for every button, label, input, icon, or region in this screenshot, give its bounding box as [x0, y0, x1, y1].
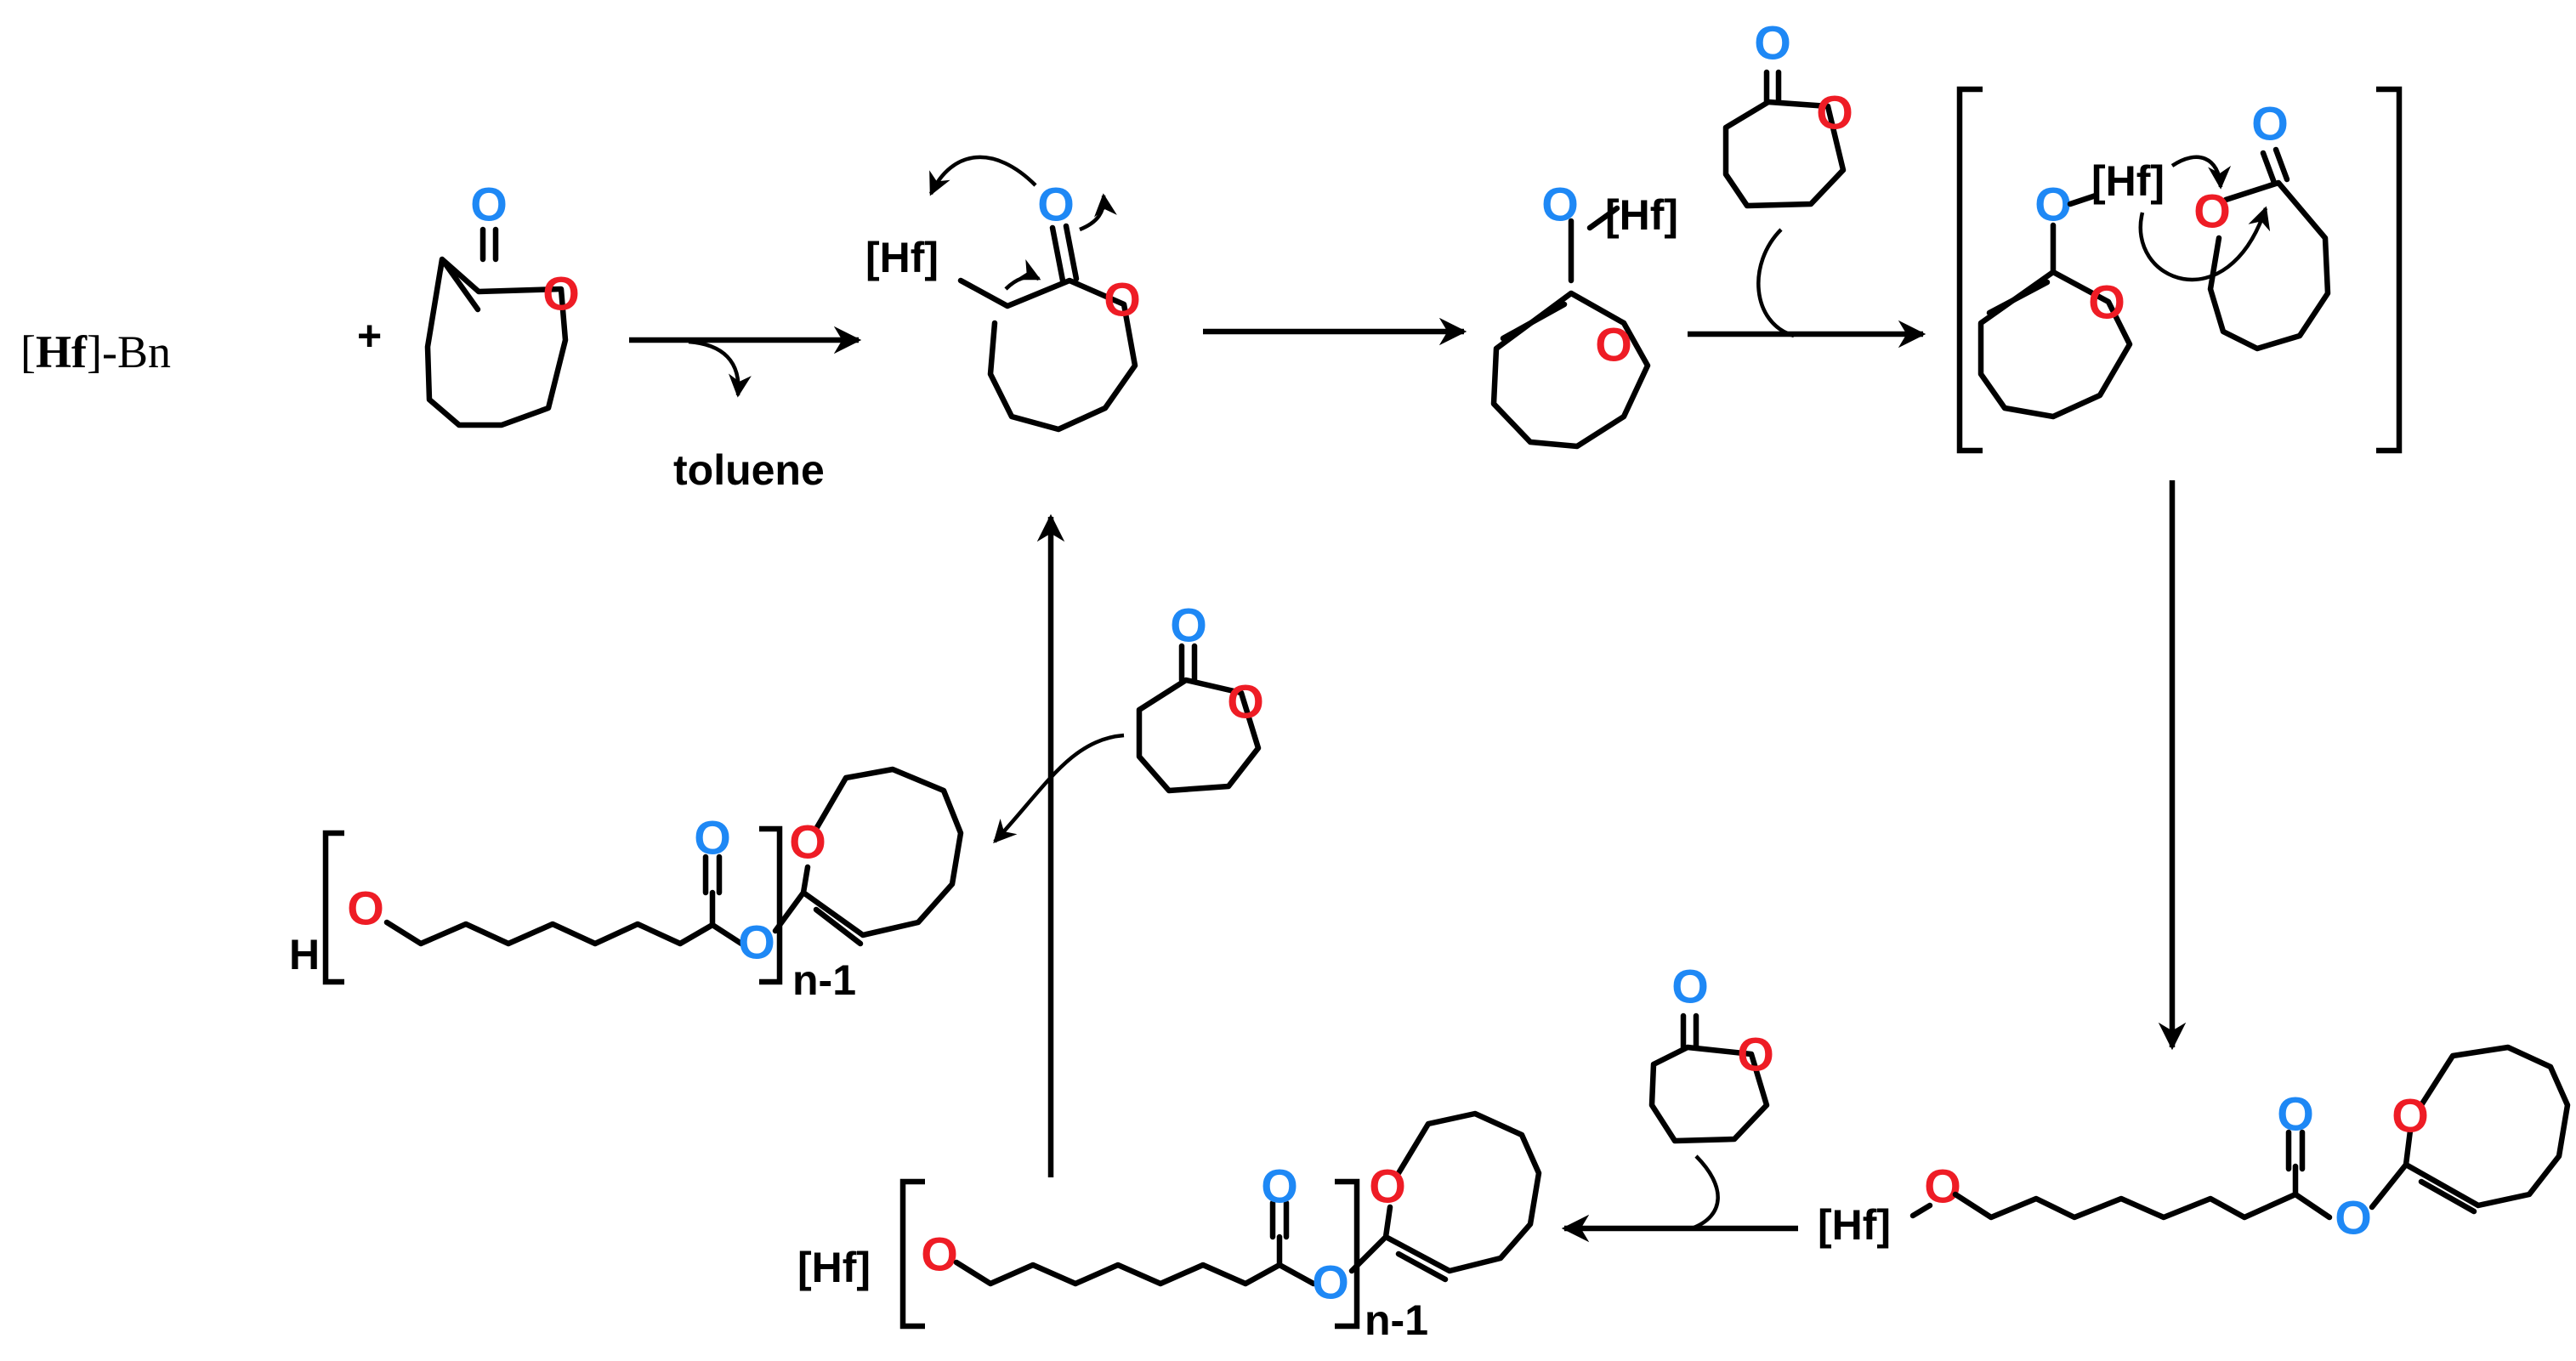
hydrogen-terminus: H — [289, 931, 320, 978]
ring-oxygen: O — [2392, 1089, 2429, 1143]
carbonyl-oxygen: O — [1671, 960, 1709, 1013]
carbonyl-oxygen: O — [2251, 97, 2289, 150]
right-bracket — [759, 825, 783, 985]
repeat-index: n-1 — [792, 956, 856, 1004]
hf-label: [Hf] — [1818, 1201, 1891, 1249]
carbonyl-oxygen: O — [1170, 598, 1207, 652]
ring-oxygen: O — [1369, 1160, 1406, 1213]
ring-oxygen: O — [1816, 86, 1853, 139]
ring-oxygen: O — [542, 267, 580, 320]
hf-label: [Hf] — [2091, 157, 2165, 205]
caprolactone-monomer-4: O O — [1136, 598, 1264, 794]
enolate-oxygen: O — [2034, 178, 2072, 231]
released-polymer-chain: H O O O n-1 O — [289, 766, 964, 1004]
chain-oxygen: O — [347, 882, 384, 935]
electron-flow-arrow — [2138, 206, 2271, 282]
electron-flow-arrow — [928, 155, 1037, 196]
ester-oxygen: O — [738, 916, 775, 969]
ring-oxygen: O — [1595, 318, 1632, 371]
ring-oxygen: O — [2088, 275, 2125, 329]
monomer-addition-arrow — [1756, 228, 1795, 338]
hf-label: [Hf] — [865, 234, 939, 281]
carbonyl-oxygen: O — [2277, 1087, 2314, 1141]
electron-flow-arrow — [2170, 155, 2232, 190]
plus-sign: + — [357, 312, 382, 360]
carbonyl-oxygen: O — [694, 811, 731, 865]
hf-enolate: [Hf] O O — [1490, 178, 1678, 450]
carbonyl-oxygen: O — [1037, 178, 1075, 231]
growing-hf-chain: [Hf] O O O n-1 O — [797, 1110, 1542, 1344]
right-bracket — [2376, 86, 2403, 454]
monomer-addition-arrow — [1691, 1154, 1720, 1231]
electron-flow-arrow — [1004, 259, 1041, 291]
monomer-addition-arrow — [993, 733, 1125, 843]
caprolactone-monomer-1: O O — [424, 178, 580, 428]
hf-label: [Hf] — [1605, 191, 1678, 239]
carbonyl-oxygen: O — [470, 178, 508, 231]
ring-oxygen: O — [2193, 184, 2231, 238]
carbonyl-oxygen: O — [1754, 16, 1791, 70]
left-bracket — [322, 830, 344, 985]
hf-insertion-intermediate: [Hf] O O — [865, 155, 1141, 433]
repeat-index: n-1 — [1365, 1296, 1428, 1344]
ring-opened-hf-product: [Hf] O O O O — [1818, 1044, 2571, 1249]
alkoxide-oxygen: O — [1924, 1160, 1961, 1213]
ester-oxygen: O — [2335, 1191, 2372, 1245]
ring-oxygen: O — [1104, 273, 1141, 326]
enolate-oxygen: O — [1541, 178, 1579, 231]
byproduct-label: toluene — [673, 446, 825, 494]
initiator-label: [Hf]-Bn — [20, 326, 171, 377]
coordination-complex: O [Hf] O O O — [1977, 97, 2331, 420]
caprolactone-monomer-2: O O — [1722, 16, 1853, 209]
ester-oxygen: O — [1312, 1256, 1349, 1309]
ring-oxygen: O — [1737, 1028, 1774, 1081]
hf-label: [Hf] — [797, 1244, 871, 1291]
carbonyl-oxygen: O — [1261, 1160, 1298, 1213]
left-bracket — [899, 1178, 925, 1330]
electron-flow-arrow — [1079, 193, 1117, 232]
ring-oxygen: O — [789, 815, 826, 869]
right-bracket — [1335, 1178, 1360, 1330]
alkoxide-oxygen: O — [921, 1228, 958, 1281]
left-bracket — [1956, 86, 1983, 454]
caprolactone-monomer-3: O O — [1648, 960, 1774, 1144]
byproduct-release-arrow — [688, 339, 752, 398]
ring-oxygen: O — [1227, 675, 1264, 729]
